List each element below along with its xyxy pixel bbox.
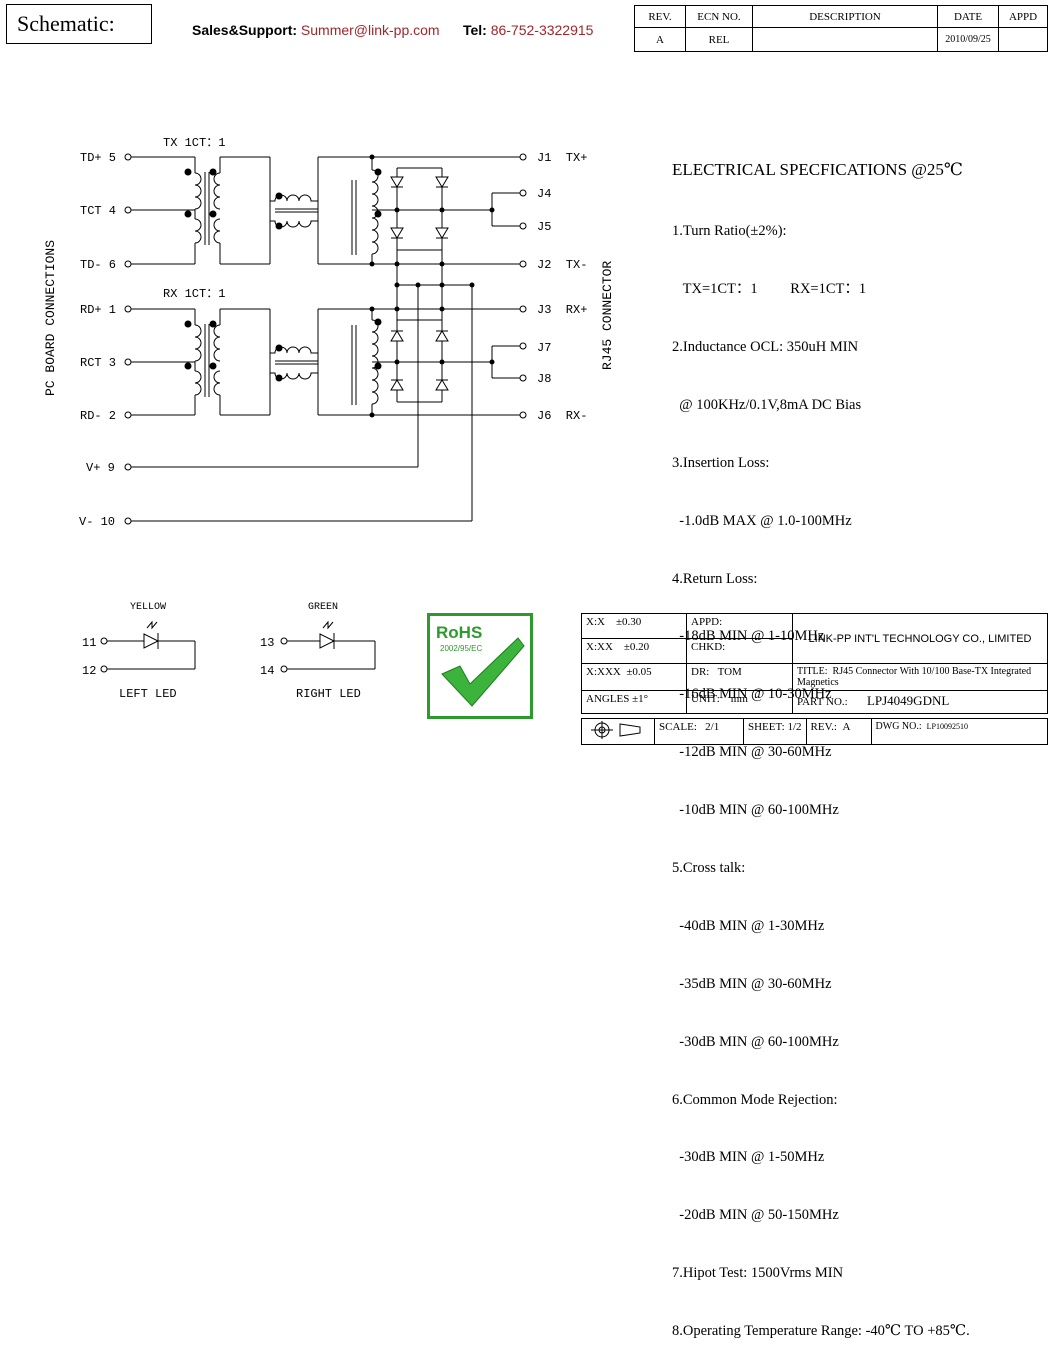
tx-ratio-label: TX 1CT：1 <box>163 136 225 150</box>
spec-line: -1.0dB MAX @ 1.0-100MHz <box>672 512 852 529</box>
unit-label: UNIT: <box>691 693 720 705</box>
spec-line: -12dB MIN @ 30-60MHz <box>672 744 832 761</box>
support-label: Sales&Support: <box>192 22 298 38</box>
revision-table: REV. ECN NO. DESCRIPTION DATE APPD A REL… <box>634 5 1048 52</box>
rev-label: REV.: <box>810 721 837 733</box>
support-email[interactable]: Summer@link-pp.com <box>300 22 440 38</box>
sheet-label: SHEET: <box>748 721 785 733</box>
right-pin-j8: J8 <box>537 372 551 386</box>
tel-label: Tel: <box>462 22 487 38</box>
company-name: LINK-PP INT'L TECHNOLOGY CO., LIMITED <box>792 613 1048 664</box>
left-pin-v-minus: V- 10 <box>79 515 115 529</box>
spec-line: 8.Operating Temperature Range: -40℃ TO +… <box>672 1323 970 1340</box>
dr-value: TOM <box>717 666 742 678</box>
schematic-title: Schematic: <box>6 4 152 44</box>
dwg-value: LP10092510 <box>926 722 968 731</box>
spec-line: 7.Hipot Test: 1500Vrms MIN <box>672 1265 844 1282</box>
title-block-footer: SCALE: 2/1 SHEET: 1/2 REV.: A DWG NO.: L… <box>581 718 1049 745</box>
right-pin-j4: J4 <box>537 187 551 201</box>
part-value: LPJ4049GDNL <box>866 693 950 708</box>
specs-heading: ELECTRICAL SPECFICATIONS @25℃ <box>672 159 963 179</box>
rohs-check-icon <box>441 637 525 707</box>
pc-board-label: PC BOARD CONNECTIONS <box>43 240 58 396</box>
left-pin-rct: RCT 3 <box>80 356 116 370</box>
right-led-pin-bottom: 14 <box>260 664 274 678</box>
spec-line: @ 100KHz/0.1V,8mA DC Bias <box>672 396 862 413</box>
sheet-value: 1/2 <box>787 721 802 733</box>
part-label: PART NO.: <box>797 696 848 708</box>
right-pin-j5: J5 <box>537 220 551 234</box>
rev-value: A <box>634 27 686 52</box>
projection-symbol <box>581 718 655 745</box>
title-block: X:X ±0.30 APPD: LINK-PP INT'L TECHNOLOGY… <box>581 613 1048 714</box>
dr-label: DR: <box>691 666 710 678</box>
date-header: DATE <box>937 5 999 28</box>
tol-xx-value: ±0.20 <box>623 641 650 653</box>
tol-xx-label: X:XX <box>586 641 613 653</box>
right-pin-j6: J6 RX- <box>537 409 587 423</box>
rohs-text: RoHS <box>436 623 483 642</box>
ecn-value: REL <box>685 27 753 52</box>
rohs-logo <box>427 613 533 719</box>
spec-line: -35dB MIN @ 30-60MHz <box>672 975 832 992</box>
unit-value: mm <box>730 693 748 705</box>
spec-line: TX=1CT：1 RX=1CT：1 <box>672 281 867 298</box>
left-pin-rd-minus: RD- 2 <box>80 409 116 423</box>
title-label: TITLE: <box>797 666 828 677</box>
right-pin-j1: J1 TX+ <box>537 151 587 165</box>
left-pin-td-plus: TD+ 5 <box>80 151 116 165</box>
left-led-pin-top: 11 <box>82 636 96 650</box>
right-led-color: GREEN <box>308 602 338 613</box>
spec-line: -30dB MIN @ 1-50MHz <box>672 1149 825 1166</box>
tol-xxx-value: ±0.05 <box>626 666 652 678</box>
schematic-diagram: TX 1CT：1 RX 1CT：1 TD+ 5 TCT 4 TD- 6 RD+ … <box>43 136 615 701</box>
left-pin-rd-plus: RD+ 1 <box>80 303 116 317</box>
rx-ratio-label: RX 1CT：1 <box>163 287 225 301</box>
tol-x-value: ±0.30 <box>615 616 642 628</box>
left-pin-tct: TCT 4 <box>80 204 116 218</box>
appd-field: APPD: <box>686 613 793 639</box>
right-pin-j3: J3 RX+ <box>537 303 587 317</box>
right-led-caption: RIGHT LED <box>296 687 361 701</box>
scale-value: 2/1 <box>705 721 720 733</box>
rohs-subtext: 2002/95/EC <box>440 644 483 653</box>
left-pin-v-plus: V+ 9 <box>86 461 115 475</box>
right-pin-j7: J7 <box>537 341 551 355</box>
title-value: RJ45 Connector With 10/100 Base-TX Integ… <box>797 666 1032 688</box>
spec-line: -20dB MIN @ 50-150MHz <box>672 1207 839 1224</box>
left-pin-td-minus: TD- 6 <box>80 258 116 272</box>
scale-label: SCALE: <box>659 721 697 733</box>
spec-line: 3.Insertion Loss: <box>672 454 770 471</box>
date-value: 2010/09/25 <box>937 27 999 52</box>
spec-line: -10dB MIN @ 60-100MHz <box>672 802 839 819</box>
projection-icon <box>591 721 641 739</box>
angles-field: ANGLES ±1° <box>581 690 687 714</box>
spec-line: 5.Cross talk: <box>672 859 746 876</box>
spec-line: -30dB MIN @ 60-100MHz <box>672 1033 839 1050</box>
spec-line: 6.Common Mode Rejection: <box>672 1091 838 1108</box>
left-led-pin-bottom: 12 <box>82 664 96 678</box>
spec-line: -40dB MIN @ 1-30MHz <box>672 917 825 934</box>
spec-line: 4.Return Loss: <box>672 570 758 587</box>
rj45-connector-label: RJ45 CONNECTOR <box>600 261 615 370</box>
support-contact: Sales&Support: Summer@link-pp.com Tel: 8… <box>192 22 593 38</box>
right-pin-j2: J2 TX- <box>537 258 587 272</box>
left-led-color: YELLOW <box>130 602 166 613</box>
chkd-field: CHKD: <box>686 638 793 664</box>
spec-line: 1.Turn Ratio(±2%): <box>672 223 787 240</box>
left-led-caption: LEFT LED <box>119 687 177 701</box>
tel-value: 86-752-3322915 <box>490 22 594 38</box>
dwg-label: DWG NO.: <box>875 721 922 732</box>
tol-xxx-label: X:XXX <box>586 666 621 678</box>
tol-x-label: X:X <box>586 616 605 628</box>
description-value <box>752 27 938 52</box>
spec-line: 2.Inductance OCL: 350uH MIN <box>672 338 859 355</box>
right-led-pin-top: 13 <box>260 636 274 650</box>
appd-value <box>998 27 1048 52</box>
rev-value-tb: A <box>842 721 851 733</box>
